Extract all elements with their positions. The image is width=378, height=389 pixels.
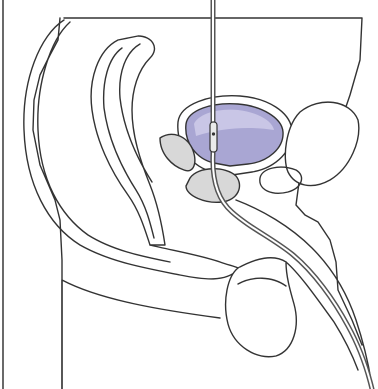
catheter-eyelet: [212, 132, 215, 135]
body-outline: [33, 18, 362, 389]
catheter-tip: [210, 122, 217, 152]
perineum: [150, 245, 238, 268]
scrotum: [226, 262, 297, 357]
leg-outline: [62, 280, 220, 389]
